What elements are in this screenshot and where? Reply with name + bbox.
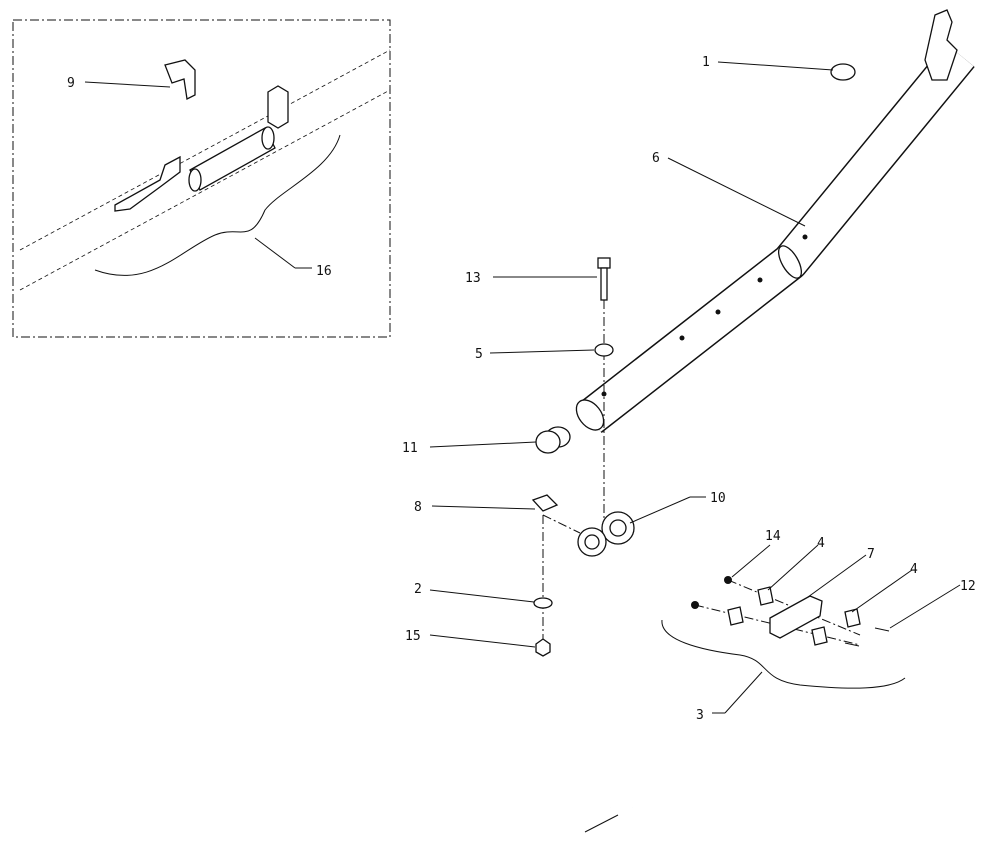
callout-4a: 4	[817, 536, 825, 551]
inset-detail-frame	[12, 19, 391, 338]
guard-kit	[661, 576, 906, 689]
callout-3: 3	[696, 708, 704, 723]
clamp-plate	[531, 494, 559, 512]
tine-spring	[577, 511, 640, 833]
callout-16: 16	[316, 264, 332, 279]
plug	[535, 426, 571, 454]
callout-14: 14	[765, 529, 781, 544]
callout-8: 8	[414, 500, 422, 515]
callout-13: 13	[465, 271, 481, 286]
callout-4b: 4	[910, 562, 918, 577]
main-tube	[575, 9, 975, 433]
callout-10: 10	[710, 491, 726, 506]
callout-11: 11	[402, 441, 418, 456]
callout-2: 2	[414, 582, 422, 597]
callout-5: 5	[475, 347, 483, 362]
leader-lines	[84, 61, 961, 714]
lynch-pin	[830, 63, 856, 81]
bolt	[597, 257, 611, 301]
washer	[533, 597, 553, 609]
callout-9: 9	[67, 76, 75, 91]
spacer	[594, 343, 614, 357]
inset-detail	[19, 49, 391, 291]
callout-7: 7	[867, 547, 875, 562]
callout-15: 15	[405, 629, 421, 644]
nut	[535, 638, 551, 657]
callout-12: 12	[960, 579, 976, 594]
callout-1: 1	[702, 55, 710, 70]
callout-6: 6	[652, 151, 660, 166]
